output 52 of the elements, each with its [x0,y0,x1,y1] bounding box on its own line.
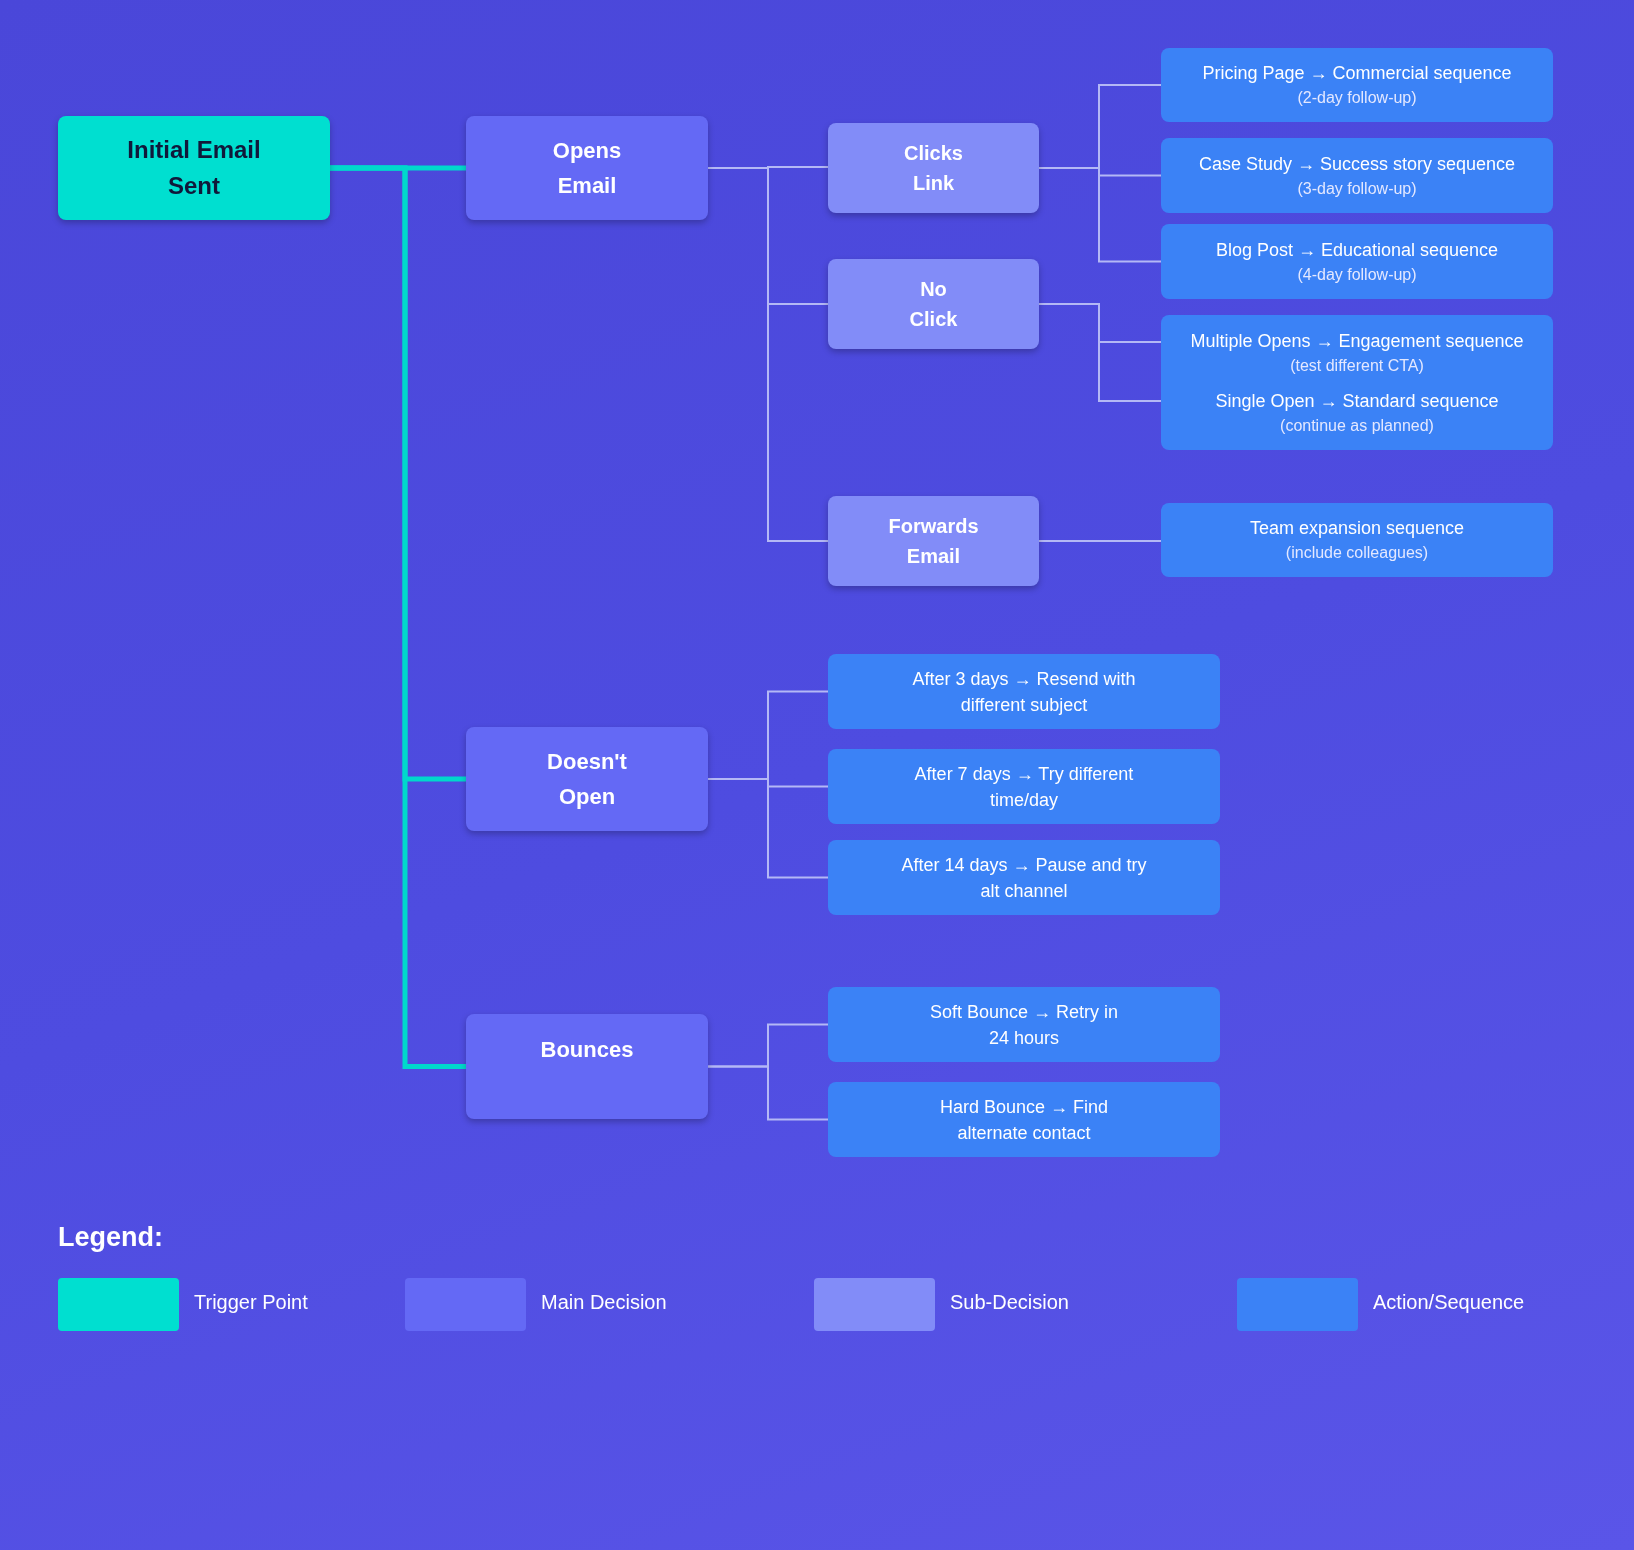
sub-decision-box [828,123,1039,213]
node-text: Multiple Opens → Engagement sequence [1190,329,1524,353]
action-box [1161,224,1553,299]
connector-line [707,778,829,879]
node-text: After 3 days → Resend with different subject [911,667,1137,717]
legend-label: Trigger Point [194,1291,308,1314]
action-box [1161,315,1553,450]
node-text: Opens Email [552,137,622,200]
decision-box [466,727,708,831]
decision-box [466,116,708,220]
note-text: (2-day follow-up) [1297,88,1417,108]
connector-line [1038,167,1162,263]
node-text: Bounces [540,1036,634,1064]
action-box [1161,48,1553,122]
decision-box [466,1014,708,1119]
node-text: Forwards Email [888,514,979,569]
action-box [828,1082,1220,1157]
connector-line [1038,303,1162,402]
legend-label: Main Decision [541,1291,667,1314]
note-text: (3-day follow-up) [1297,178,1417,199]
node-text: Soft Bounce → Retry in 24 hours [928,1000,1120,1050]
legend-label: Action/Sequence [1373,1291,1525,1314]
trigger-box [58,116,330,220]
node-text: After 14 days → Pause and try alt channel [900,853,1148,903]
node-text: No Click [909,277,958,332]
action-box [828,749,1220,824]
node-text: Case Study → Success story sequence [1198,152,1516,176]
note-text: (continue as planned) [1280,415,1434,436]
node-text: Single Open → Standard sequence [1215,389,1499,413]
note-text: (include colleagues) [1285,543,1429,563]
connector-line [1038,540,1162,542]
action-box [828,840,1220,915]
action-box [828,987,1220,1062]
connector-line [330,165,466,1069]
node-text: Clicks Link [904,141,963,196]
node-text: Initial Email Sent [126,135,262,201]
note-text: (test different CTA) [1290,355,1424,376]
sub-decision-box [828,496,1039,586]
node-text: Hard Bounce → Find alternate contact [938,1095,1110,1145]
connector-line [707,1065,829,1121]
legend-title: Legend: [58,1222,163,1253]
node-text: Blog Post → Educational sequence [1215,238,1499,262]
action-box [828,654,1220,729]
action-box [1161,503,1553,577]
node-text: After 7 days → Try different time/day [913,762,1135,812]
legend-label: Sub-Decision [950,1291,1069,1314]
node-text: Pricing Page → Commercial sequence [1202,62,1512,85]
node-text: Doesn't Open [547,748,627,811]
node-text: Team expansion sequence [1249,517,1465,540]
sub-decision-box [828,259,1039,349]
note-text: (4-day follow-up) [1297,264,1417,285]
action-box [1161,138,1553,213]
